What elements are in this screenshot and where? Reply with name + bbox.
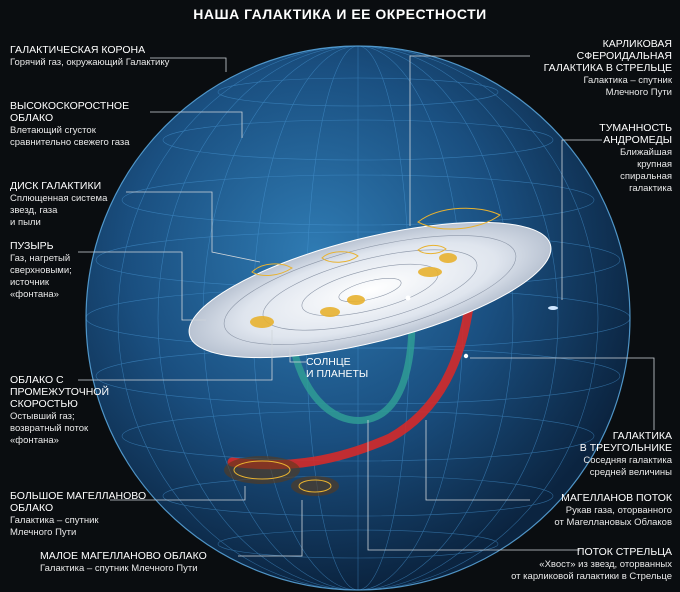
- label-large-magellanic-cloud: БОЛЬШОЕ МАГЕЛЛАНОВО ОБЛАКО Галактика – с…: [10, 490, 200, 539]
- label-sagittarius-stream: ПОТОК СТРЕЛЬЦА «Хвост» из звезд, оторван…: [460, 546, 672, 583]
- label-bubble: ПУЗЫРЬ Газ, нагретый сверхновыми; источн…: [10, 240, 130, 301]
- label-triangulum: ГАЛАКТИКА В ТРЕУГОЛЬНИКЕ Соседняя галакт…: [540, 430, 672, 479]
- label-heading: МАГЕЛЛАНОВ ПОТОК: [561, 492, 672, 504]
- label-galactic-corona: ГАЛАКТИЧЕСКАЯ КОРОНА Горячий газ, окружа…: [10, 44, 240, 69]
- label-heading: ГАЛАКТИКА В ТРЕУГОЛЬНИКЕ: [579, 430, 672, 454]
- label-magellanic-stream: МАГЕЛЛАНОВ ПОТОК Рукав газа, оторванного…: [500, 492, 672, 529]
- label-description: Галактика – спутник Млечного Пути: [10, 515, 99, 538]
- sagittarius-stream: [288, 316, 416, 424]
- small-magellanic-cloud: [291, 476, 339, 496]
- label-heading: ПОТОК СТРЕЛЬЦА: [576, 546, 672, 558]
- sun-marker: [405, 295, 411, 301]
- label-heading: ГАЛАКТИЧЕСКАЯ КОРОНА: [10, 44, 146, 56]
- label-heading: ОБЛАКО С ПРОМЕЖУТОЧНОЙ СКОРОСТЬЮ: [10, 374, 110, 410]
- label-galactic-disk: ДИСК ГАЛАКТИКИ Сплющенная система звезд,…: [10, 180, 150, 229]
- label-description: Газ, нагретый сверхновыми; источник «фон…: [10, 253, 72, 300]
- label-heading: БОЛЬШОЕ МАГЕЛЛАНОВО ОБЛАКО: [10, 490, 147, 514]
- label-heading: МАЛОЕ МАГЕЛЛАНОВО ОБЛАКО: [40, 550, 207, 562]
- andromeda-marker: [548, 306, 558, 310]
- high-velocity-clouds: [251, 207, 501, 276]
- label-sagittarius-dwarf: КАРЛИКОВАЯ СФЕРОИДАЛЬНАЯ ГАЛАКТИКА В СТР…: [500, 38, 672, 99]
- label-intermediate-velocity-cloud: ОБЛАКО С ПРОМЕЖУТОЧНОЙ СКОРОСТЬЮ Остывши…: [10, 374, 150, 447]
- leader-lines: [78, 55, 655, 557]
- label-heading: ПУЗЫРЬ: [10, 240, 54, 252]
- label-description: Галактика – спутник Млечного Пути: [40, 563, 198, 574]
- disk-gas-clouds: [250, 253, 457, 328]
- page-title: НАША ГАЛАКТИКА И ЕЕ ОКРЕСТНОСТИ: [193, 6, 487, 22]
- label-heading: ТУМАННОСТЬ АНДРОМЕДЫ: [599, 122, 672, 146]
- label-description: Рукав газа, оторванного от Магеллановых …: [554, 505, 672, 528]
- galactic-disk: [188, 221, 552, 359]
- label-high-velocity-cloud: ВЫСОКОСКОРОСТНОЕ ОБЛАКО Влетающий сгусто…: [10, 100, 190, 149]
- label-heading: КАРЛИКОВАЯ СФЕРОИДАЛЬНАЯ ГАЛАКТИКА В СТР…: [543, 38, 672, 74]
- label-small-magellanic-cloud: МАЛОЕ МАГЕЛЛАНОВО ОБЛАКО Галактика – спу…: [40, 550, 280, 575]
- label-heading: ДИСК ГАЛАКТИКИ: [10, 180, 102, 192]
- large-magellanic-cloud: [224, 456, 300, 484]
- label-description: Горячий газ, окружающий Галактику: [10, 57, 170, 68]
- label-description: «Хвост» из звезд, оторванных от карликов…: [511, 559, 672, 582]
- label-description: Галактика – спутник Млечного Пути: [583, 75, 672, 98]
- label-heading: ВЫСОКОСКОРОСТНОЕ ОБЛАКО: [10, 100, 130, 124]
- label-description: Соседняя галактика средней величины: [583, 455, 672, 478]
- label-description: Влетающий сгусток сравнительно свежего г…: [10, 125, 130, 148]
- label-sun-and-planets: СОЛНЦЕ И ПЛАНЕТЫ: [306, 356, 369, 380]
- label-description: Остывший газ; возвратный поток «фонтана»: [10, 411, 89, 446]
- label-andromeda: ТУМАННОСТЬ АНДРОМЕДЫ Ближайшая крупная с…: [560, 122, 672, 195]
- triangulum-marker: [463, 353, 469, 359]
- label-description: Ближайшая крупная спиральная галактика: [620, 147, 672, 194]
- label-description: Сплющенная система звезд, газа и пыли: [10, 193, 108, 228]
